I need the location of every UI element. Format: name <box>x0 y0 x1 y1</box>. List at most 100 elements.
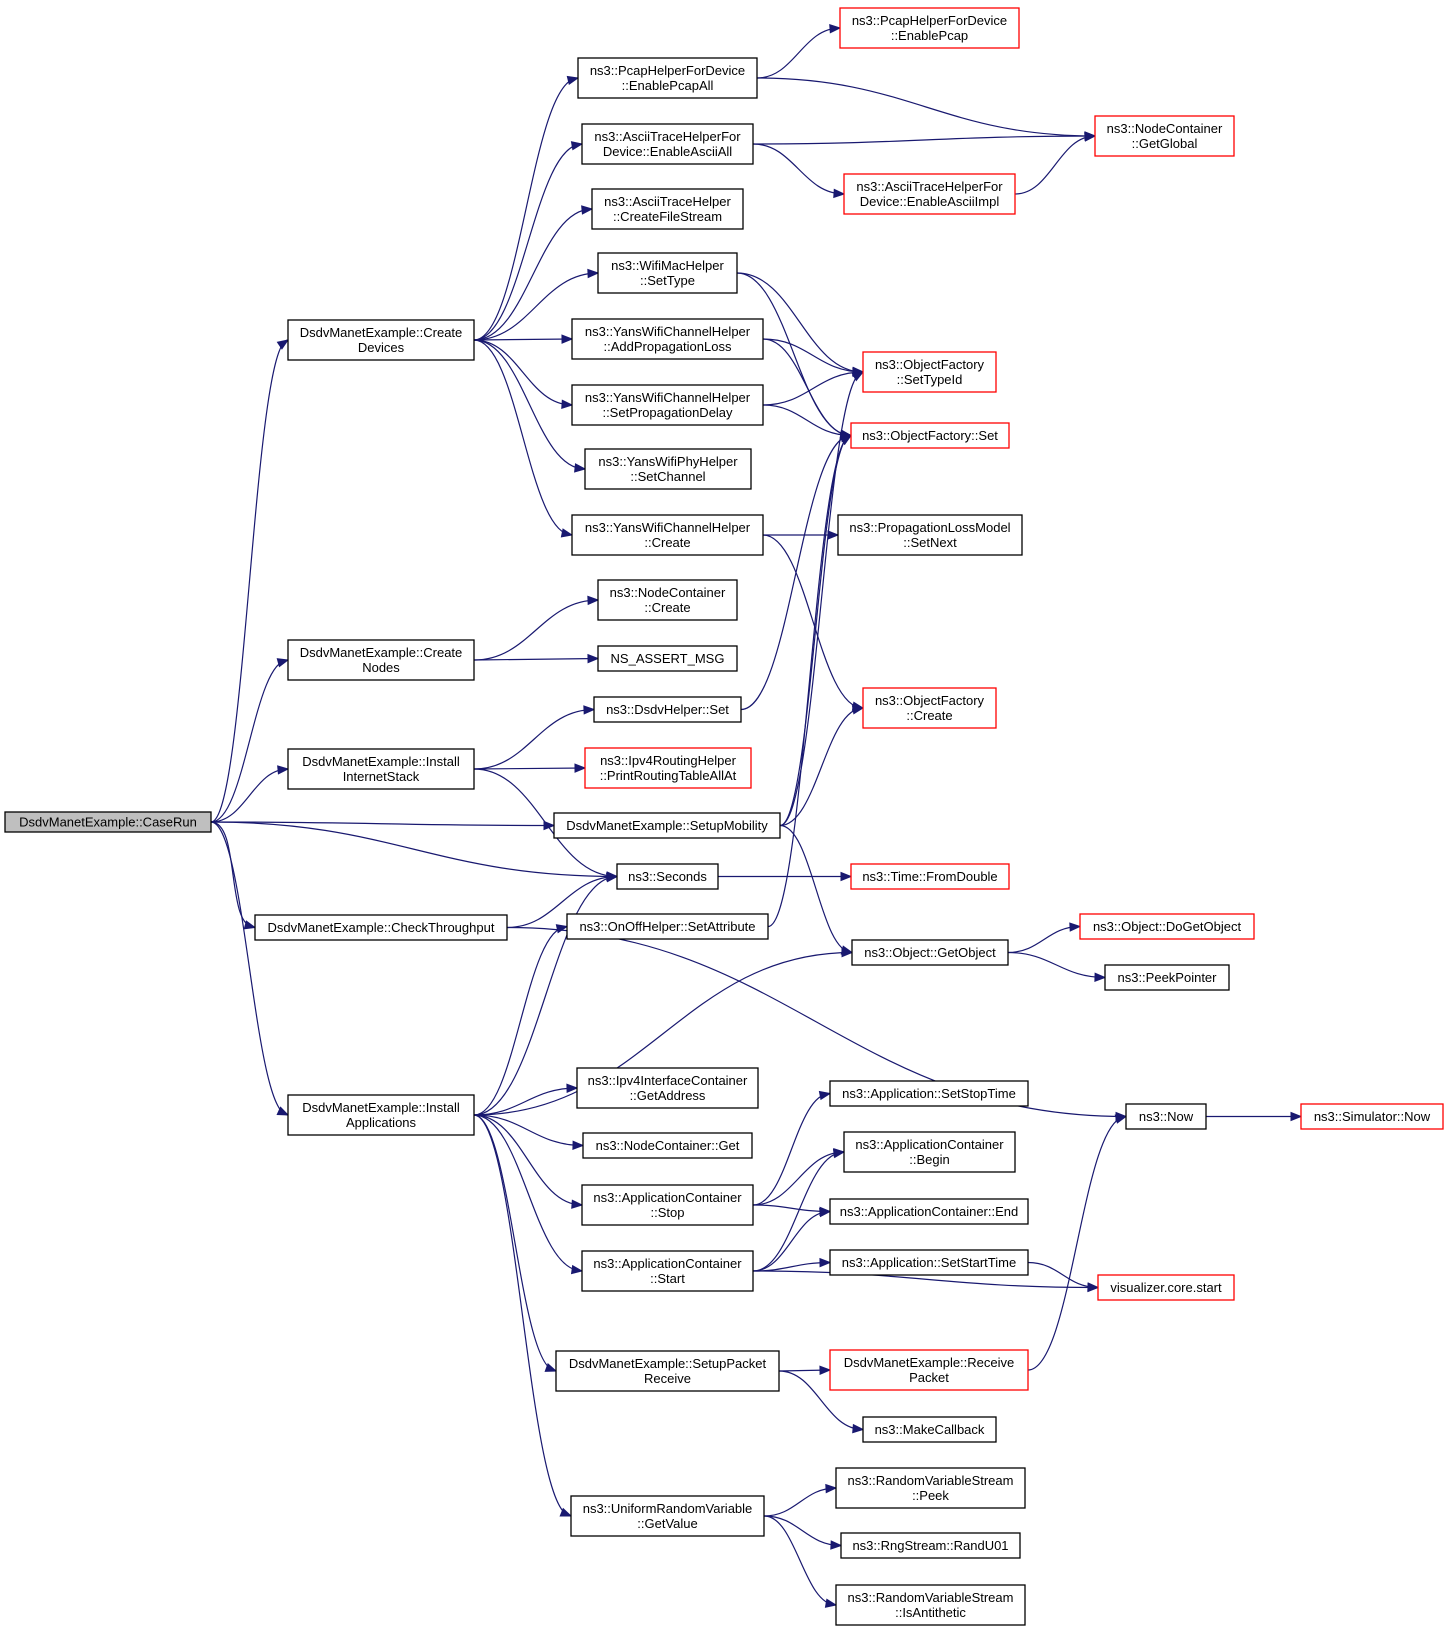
node-wifimacsettype[interactable]: ns3::WifiMacHelper::SetType <box>597 252 738 294</box>
node-append[interactable]: ns3::ApplicationContainer::End <box>829 1198 1029 1225</box>
edge-uniformget-to-isantithetic <box>763 1515 837 1606</box>
arrowhead-asciiimpl-to-getglobal <box>1084 132 1097 142</box>
node-label-installapps-line-1: Applications <box>346 1115 417 1130</box>
node-nsassert[interactable]: NS_ASSERT_MSG <box>597 645 738 672</box>
node-onoffset[interactable]: ns3::OnOffHelper::SetAttribute <box>566 913 769 940</box>
node-label-setpropdelay-line-0: ns3::YansWifiChannelHelper <box>585 390 751 405</box>
node-checkthroughput[interactable]: DsdvManetExample::CheckThroughput <box>254 914 508 941</box>
arrowhead-seconds-to-fromdouble <box>840 871 853 882</box>
node-addproploss[interactable]: ns3::YansWifiChannelHelper::AddPropagati… <box>571 318 764 360</box>
node-label-append-line-0: ns3::ApplicationContainer::End <box>840 1204 1019 1219</box>
node-randu01[interactable]: ns3::RngStream::RandU01 <box>840 1532 1021 1559</box>
arrowhead-caserun-to-createdevices <box>276 339 290 350</box>
arrowhead-createdevices-to-setpropdelay <box>561 399 574 410</box>
node-asciiall[interactable]: ns3::AsciiTraceHelperForDevice::EnableAs… <box>581 123 754 165</box>
edge-createdevices-to-wifimacsettype <box>473 272 599 341</box>
node-box-installapps <box>287 1094 475 1136</box>
node-label-yanscreate-line-1: ::Create <box>644 535 690 550</box>
node-setupmobility[interactable]: DsdvManetExample::SetupMobility <box>553 812 781 839</box>
edge-installinternet-to-dsdvset <box>473 708 595 770</box>
edge-addproploss-to-ofsettypeid <box>762 338 864 373</box>
node-label-rvspeek-line-0: ns3::RandomVariableStream <box>848 1473 1014 1488</box>
node-box-vizstart <box>1097 1274 1235 1301</box>
node-getaddress[interactable]: ns3::Ipv4InterfaceContainer::GetAddress <box>576 1067 759 1109</box>
edge-createdevices-to-yanscreate <box>473 339 573 536</box>
node-box-nodecontcreate <box>597 579 738 621</box>
node-label-randu01-line-0: ns3::RngStream::RandU01 <box>852 1538 1008 1553</box>
node-nodecontcreate[interactable]: ns3::NodeContainer::Create <box>597 579 738 621</box>
node-dogetobject[interactable]: ns3::Object::DoGetObject <box>1079 913 1255 940</box>
node-setstoptime[interactable]: ns3::Application::SetStopTime <box>829 1080 1029 1107</box>
node-plmsetnext[interactable]: ns3::PropagationLossModel::SetNext <box>837 514 1023 556</box>
node-box-setpropdelay <box>571 384 764 426</box>
node-simnow[interactable]: ns3::Simulator::Now <box>1300 1103 1444 1130</box>
node-ofcreate[interactable]: ns3::ObjectFactory::Create <box>862 687 997 729</box>
edge-caserun-to-checkthroughput <box>210 821 256 929</box>
node-label-getobject-line-0: ns3::Object::GetObject <box>864 945 996 960</box>
arrowhead-getobject-to-dogetobject <box>1069 922 1082 932</box>
node-caserun[interactable]: DsdvManetExample::CaseRun <box>4 811 212 833</box>
node-label-enablepcap-line-0: ns3::PcapHelperForDevice <box>852 13 1007 28</box>
edge-setuppacket-to-makecallback <box>778 1370 864 1431</box>
node-box-nodecontget <box>582 1132 753 1159</box>
node-makecallback[interactable]: ns3::MakeCallback <box>862 1416 997 1443</box>
node-label-ofcreate-line-0: ns3::ObjectFactory <box>875 693 985 708</box>
edge-yanscreate-to-ofcreate <box>762 534 864 709</box>
arrowhead-createdevices-to-yanscreate <box>560 528 574 538</box>
node-label-nodecontcreate-line-0: ns3::NodeContainer <box>610 585 726 600</box>
node-ofset[interactable]: ns3::ObjectFactory::Set <box>850 422 1010 449</box>
node-enablepcap[interactable]: ns3::PcapHelperForDevice::EnablePcap <box>839 7 1020 49</box>
node-fromdouble[interactable]: ns3::Time::FromDouble <box>850 863 1010 890</box>
node-label-installapps-line-0: DsdvManetExample::Install <box>302 1100 460 1115</box>
node-createfilestream[interactable]: ns3::AsciiTraceHelper::CreateFileStream <box>591 188 744 230</box>
node-isantithetic[interactable]: ns3::RandomVariableStream::IsAntithetic <box>835 1584 1026 1626</box>
node-pcapall[interactable]: ns3::PcapHelperForDevice::EnablePcapAll <box>577 57 758 99</box>
edge-setpropdelay-to-ofset <box>762 404 852 437</box>
node-label-onoffset-line-0: ns3::OnOffHelper::SetAttribute <box>579 919 755 934</box>
node-now[interactable]: ns3::Now <box>1125 1103 1207 1130</box>
node-label-addproploss-line-1: ::AddPropagationLoss <box>604 339 732 354</box>
node-nodecontget[interactable]: ns3::NodeContainer::Get <box>582 1132 753 1159</box>
node-box-getglobal <box>1094 115 1235 157</box>
arrowhead-installapps-to-setuppacket <box>544 1362 558 1372</box>
node-box-createfilestream <box>591 188 744 230</box>
edge-asciiimpl-to-getglobal <box>1014 135 1096 195</box>
node-setpropdelay[interactable]: ns3::YansWifiChannelHelper::SetPropagati… <box>571 384 764 426</box>
node-box-setchannel <box>584 448 752 490</box>
edge-caserun-to-installapps <box>210 821 289 1116</box>
node-getglobal[interactable]: ns3::NodeContainer::GetGlobal <box>1094 115 1235 157</box>
node-ofsettypeid[interactable]: ns3::ObjectFactory::SetTypeId <box>862 351 997 393</box>
node-setstarttime[interactable]: ns3::Application::SetStartTime <box>829 1249 1029 1276</box>
node-label-createfilestream-line-0: ns3::AsciiTraceHelper <box>604 194 731 209</box>
edge-getobject-to-dogetobject <box>1007 925 1081 954</box>
node-asciiimpl[interactable]: ns3::AsciiTraceHelperForDevice::EnableAs… <box>843 173 1016 215</box>
node-vizstart[interactable]: visualizer.core.start <box>1097 1274 1235 1301</box>
node-appstop[interactable]: ns3::ApplicationContainer::Stop <box>581 1184 754 1226</box>
node-rvspeek[interactable]: ns3::RandomVariableStream::Peek <box>835 1467 1026 1509</box>
edge-installapps-to-appstart <box>473 1114 583 1272</box>
node-peekpointer[interactable]: ns3::PeekPointer <box>1104 964 1230 991</box>
node-getobject[interactable]: ns3::Object::GetObject <box>851 939 1009 966</box>
node-dsdvset[interactable]: ns3::DsdvHelper::Set <box>593 696 742 723</box>
edge-checkthroughput-to-seconds <box>506 875 618 929</box>
node-label-dogetobject-line-0: ns3::Object::DoGetObject <box>1093 919 1242 934</box>
node-printrouting[interactable]: ns3::Ipv4RoutingHelper::PrintRoutingTabl… <box>584 747 752 789</box>
node-box-receivepacket <box>829 1349 1029 1391</box>
edge-appstart-to-vizstart <box>752 1270 1099 1289</box>
node-yanscreate[interactable]: ns3::YansWifiChannelHelper::Create <box>571 514 764 556</box>
node-label-nodecontcreate-line-1: ::Create <box>644 600 690 615</box>
node-box-seconds <box>616 863 719 890</box>
node-uniformget[interactable]: ns3::UniformRandomVariable::GetValue <box>570 1495 765 1537</box>
node-appstart[interactable]: ns3::ApplicationContainer::Start <box>581 1250 754 1292</box>
node-setchannel[interactable]: ns3::YansWifiPhyHelper::SetChannel <box>584 448 752 490</box>
node-seconds[interactable]: ns3::Seconds <box>616 863 719 890</box>
node-label-ofsettypeid-line-1: ::SetTypeId <box>897 372 963 387</box>
node-appbegin[interactable]: ns3::ApplicationContainer::Begin <box>843 1131 1016 1173</box>
edge-caserun-to-createdevices <box>210 339 289 823</box>
